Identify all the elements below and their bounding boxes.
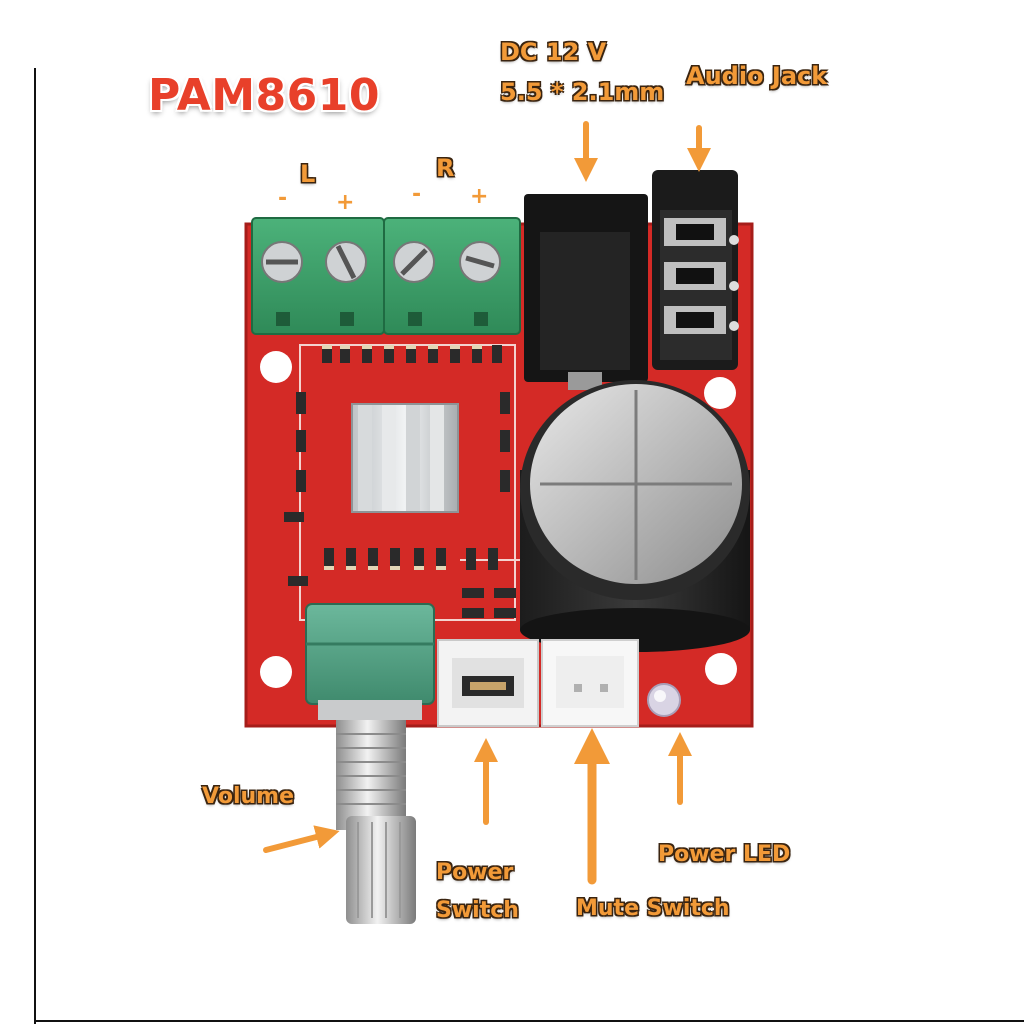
speaker-terminal-left	[251, 217, 385, 335]
mute-switch-connector	[541, 639, 639, 727]
dc-label-line2: 5.5 * 2.1mm	[500, 78, 665, 106]
smd-components	[284, 345, 516, 618]
audio-jack	[652, 170, 739, 370]
mount-hole-top-left	[260, 351, 292, 383]
power-switch-connector	[437, 639, 539, 727]
electrolytic-capacitor	[520, 380, 750, 652]
audio-jack-label: Audio Jack	[686, 62, 828, 90]
right-minus-sign: -	[412, 182, 422, 207]
annotation-arrows	[263, 121, 711, 885]
power-led	[647, 683, 681, 717]
arrow-volume	[263, 825, 340, 853]
right-plus-sign: +	[470, 184, 489, 209]
left-plus-sign: +	[336, 190, 355, 215]
power-switch-label-line1: Power	[436, 860, 514, 885]
left-channel-label: L	[300, 160, 316, 188]
mute-switch-label: Mute Switch	[576, 896, 730, 921]
heatsink	[351, 403, 459, 513]
volume-potentiometer	[305, 603, 435, 924]
frame-bottom-border	[34, 1020, 1024, 1022]
left-minus-sign: -	[278, 186, 288, 211]
power-led-label: Power LED	[658, 842, 791, 867]
mount-hole-bottom-right	[705, 653, 737, 685]
product-title: PAM8610	[148, 70, 381, 121]
volume-label: Volume	[202, 784, 294, 809]
right-channel-label: R	[436, 154, 455, 182]
power-switch-label-line2: Switch	[436, 898, 519, 923]
frame-left-border	[34, 68, 36, 1024]
mount-hole-bottom-left	[260, 656, 292, 688]
mount-hole-top-right	[704, 377, 736, 409]
smd-pads	[322, 345, 482, 570]
dc-jack	[524, 194, 648, 390]
speaker-terminal-right	[383, 217, 521, 335]
dc-label-line1: DC 12 V	[500, 38, 607, 66]
